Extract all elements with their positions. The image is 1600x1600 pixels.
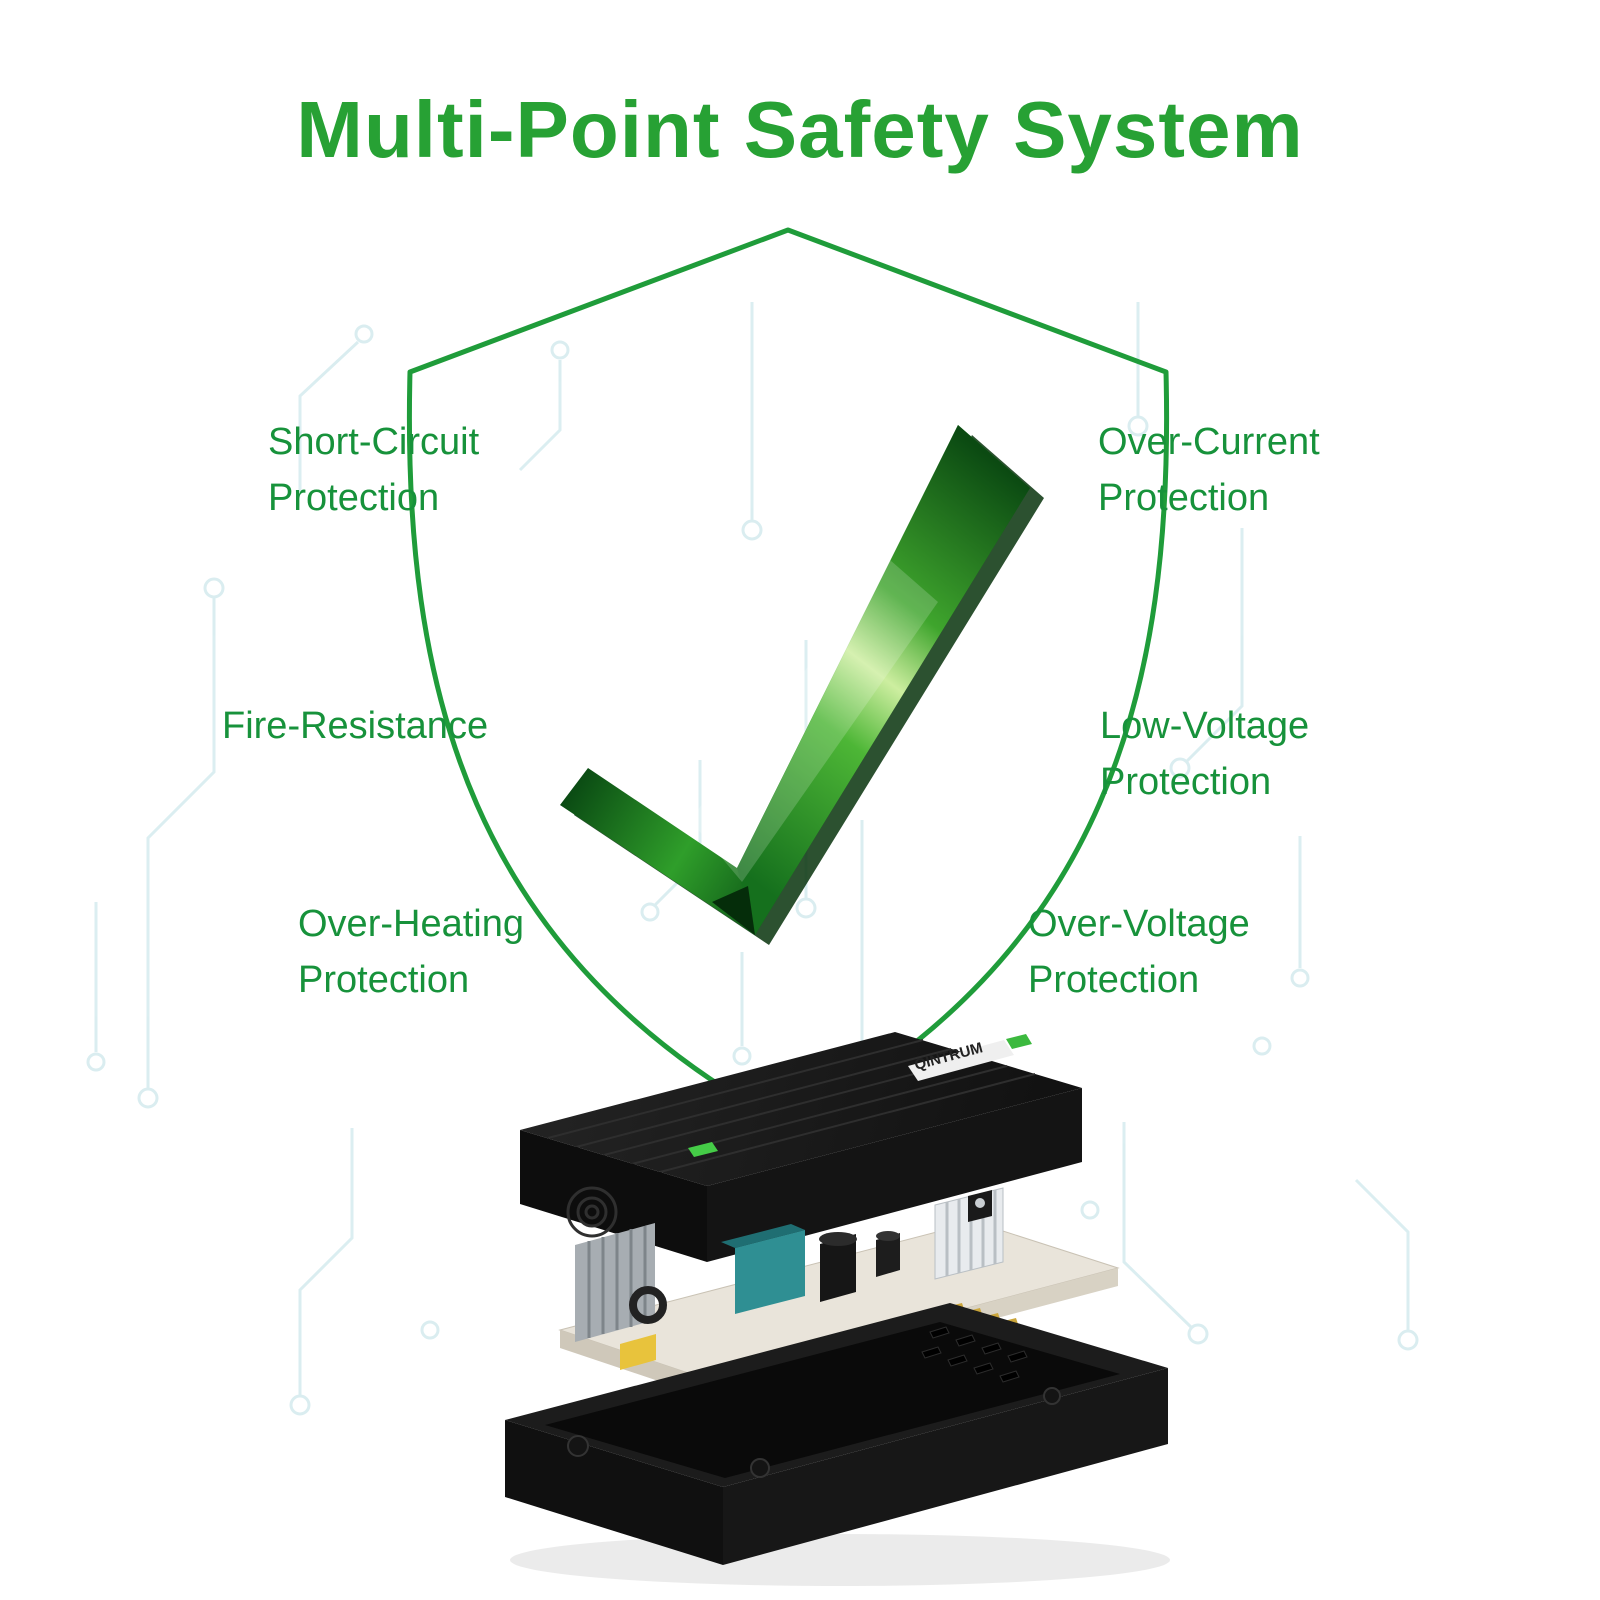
heatsink-right: [934, 1187, 1004, 1280]
capacitor-small: [876, 1231, 900, 1277]
device-top-cover: QINTRUM: [520, 1032, 1082, 1262]
led-indicator: [688, 1142, 718, 1157]
checkmark-icon: [560, 425, 1044, 945]
label-fire-resistance: Fire-Resistance: [222, 705, 489, 747]
vent-spiral: [566, 1186, 618, 1238]
label-over-current-protection: Over-Current Protection: [1098, 421, 1320, 520]
product-image: QINTRUM: [505, 1032, 1170, 1586]
label-over-heating-protection: Over-Heating Protection: [298, 903, 524, 1002]
capacitor-large: [819, 1232, 857, 1302]
device-bottom-case: [505, 1303, 1168, 1565]
page-title: Multi-Point Safety System: [296, 85, 1304, 174]
label-over-voltage-protection: Over-Voltage Protection: [1028, 903, 1250, 1002]
screw-post: [567, 1435, 589, 1457]
screw-post: [750, 1458, 770, 1478]
label-low-voltage-protection: Low-Voltage Protection: [1100, 705, 1310, 804]
brand-badge: [1006, 1034, 1032, 1049]
vent-slots: [921, 1326, 1028, 1383]
yellow-capacitor: [620, 1334, 656, 1370]
screw-post: [1043, 1387, 1061, 1405]
transformer: [721, 1224, 805, 1314]
toroid-coil: [629, 1286, 667, 1324]
label-short-circuit-protection: Short-Circuit Protection: [268, 421, 480, 520]
